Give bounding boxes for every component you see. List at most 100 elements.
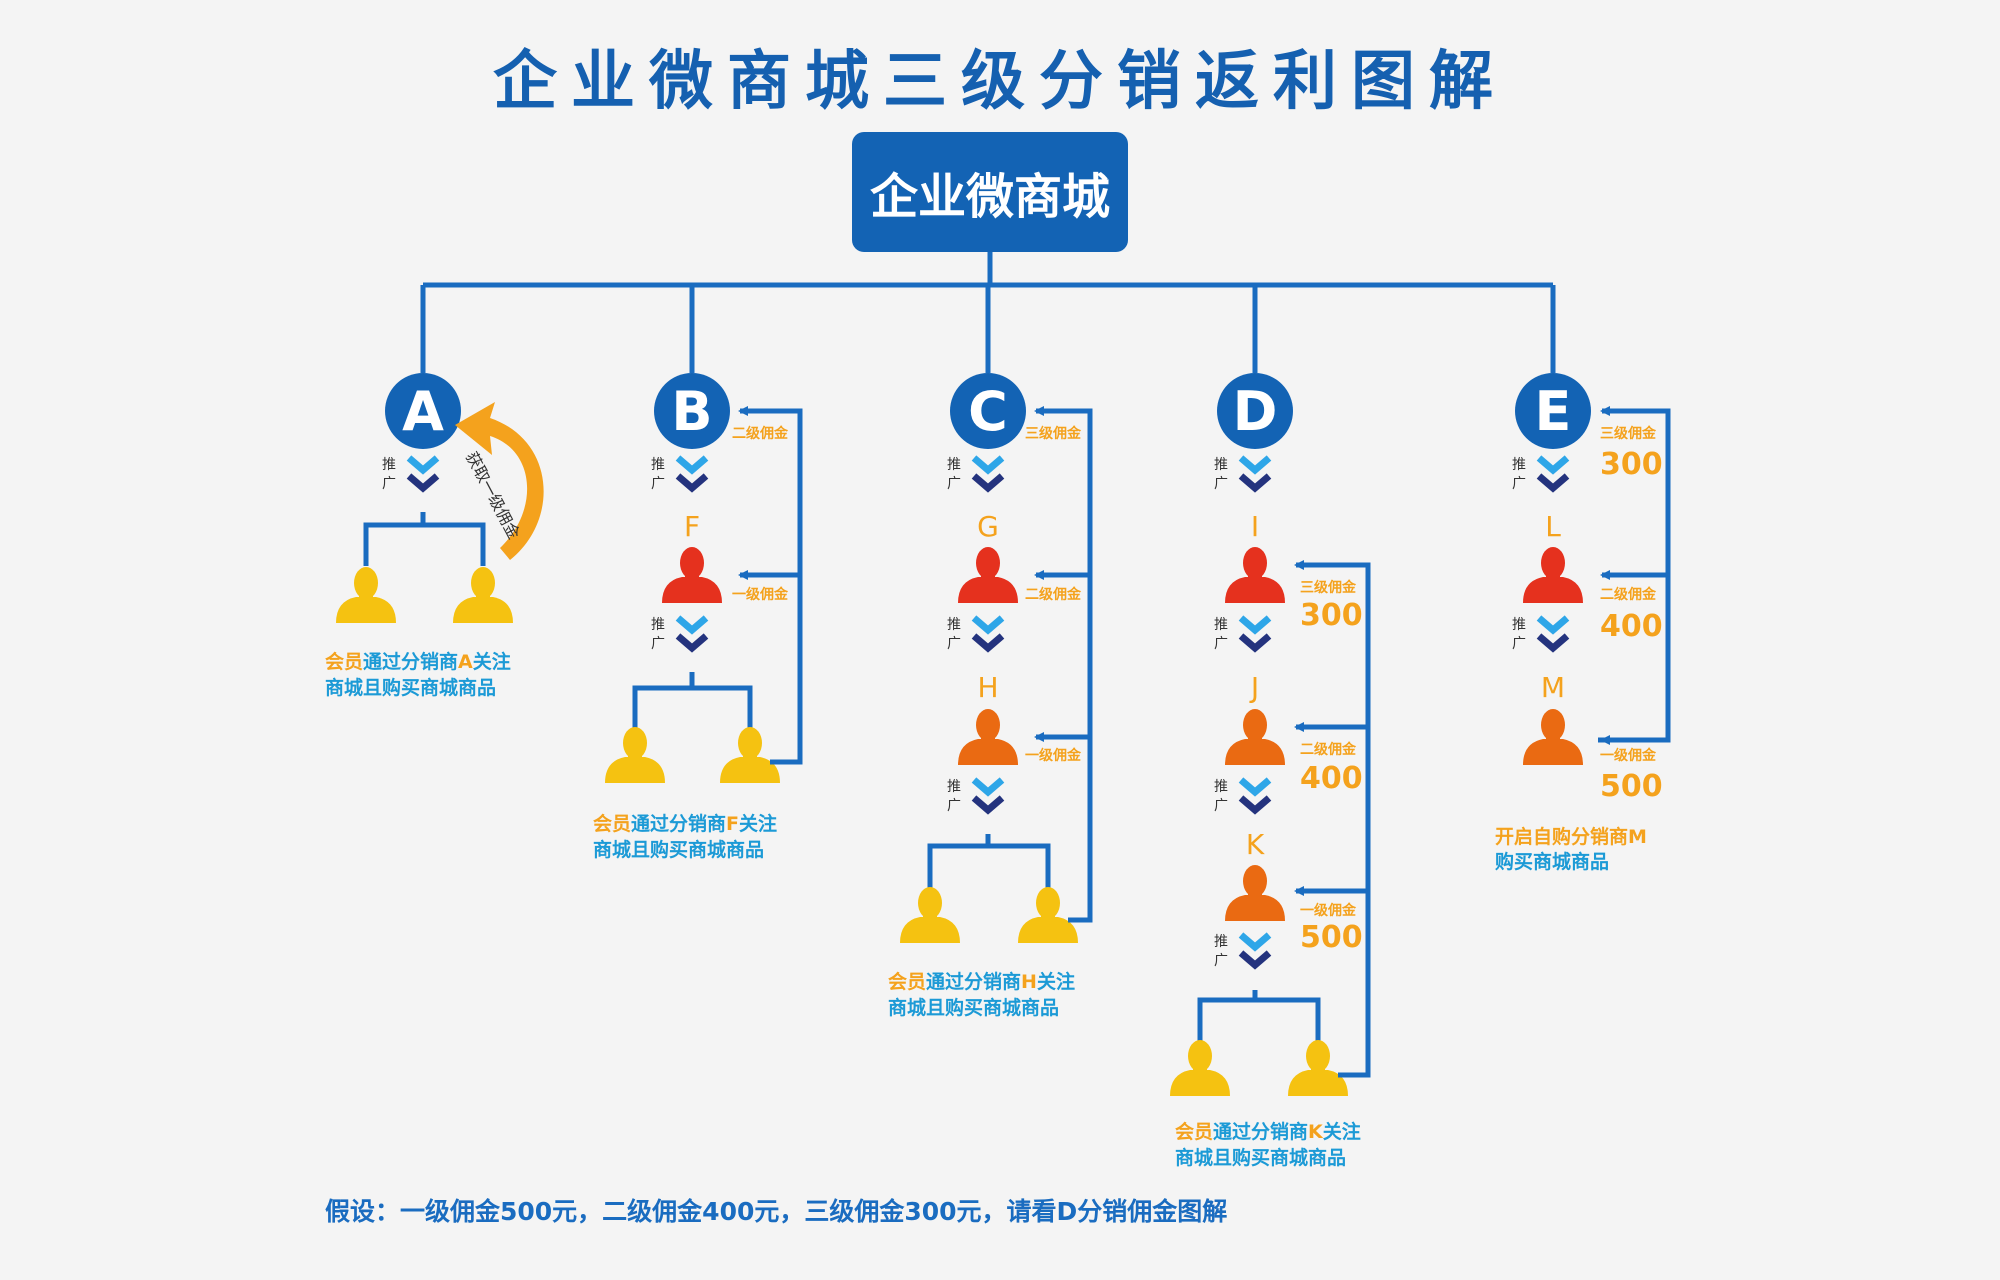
caption-A-line1: 会员通过分销商A关注 (325, 650, 511, 673)
H-bracket (927, 843, 1051, 888)
C-third-label: 三级佣金 (1025, 425, 1082, 442)
get-commission-label: 获取一级佣金 (462, 449, 524, 543)
chevron-top (1238, 777, 1272, 797)
promote-C (971, 455, 1005, 493)
member-H-2 (1018, 887, 1078, 943)
D-first-amount: 500 (1300, 920, 1363, 955)
person-body (605, 757, 665, 783)
B-second-label: 二级佣金 (732, 425, 789, 442)
chevron-bottom (1238, 950, 1272, 970)
distributor-J-label: J (1249, 671, 1259, 704)
distributor-L-label: L (1545, 510, 1561, 543)
person-body (958, 577, 1018, 603)
person-body (1523, 577, 1583, 603)
chevron-top (971, 615, 1005, 635)
person-neck (981, 733, 995, 743)
person-body (1225, 895, 1285, 921)
person-neck (743, 751, 757, 761)
chevron-bottom (971, 633, 1005, 653)
person-body (1225, 577, 1285, 603)
D-second-amount: 400 (1300, 761, 1363, 796)
person-body (1523, 739, 1583, 765)
E-second-amount: 400 (1600, 609, 1663, 644)
distributor-I-label: I (1251, 510, 1259, 543)
member-A-1 (336, 567, 396, 623)
distributor-I (1225, 547, 1285, 603)
distributor-E-label: E (1535, 380, 1572, 443)
chevron-top (1238, 615, 1272, 635)
promote-F-label-top: 推 (651, 617, 665, 633)
person-neck (1546, 571, 1560, 581)
person-neck (981, 571, 995, 581)
distributor-H-label: H (977, 671, 998, 704)
K-bracket (1197, 997, 1321, 1042)
promote-J-label-bottom: 广 (1214, 798, 1228, 814)
distributor-B-circle (654, 373, 730, 449)
distributor-F (662, 547, 722, 603)
chevron-top (1536, 455, 1570, 475)
chevron-bottom (675, 473, 709, 493)
distributor-F-label: F (684, 510, 700, 543)
caption-M-line2: 购买商城商品 (1495, 850, 1609, 873)
person-neck (476, 591, 490, 601)
promote-L (1536, 615, 1570, 653)
promote-A-label-bottom: 广 (382, 476, 396, 492)
person-neck (1193, 1064, 1207, 1074)
chevron-top (971, 455, 1005, 475)
promote-L-label-top: 推 (1512, 617, 1526, 633)
promote-E (1536, 455, 1570, 493)
promote-E-label-bottom: 广 (1512, 476, 1526, 492)
promote-I (1238, 615, 1272, 653)
distributor-G (958, 547, 1018, 603)
person-neck (1248, 571, 1262, 581)
promote-F (675, 615, 709, 653)
person-body (900, 917, 960, 943)
person-body (453, 597, 513, 623)
B-first-label: 一级佣金 (732, 586, 789, 603)
E-first-label: 一级佣金 (1600, 747, 1657, 764)
promote-J (1238, 777, 1272, 815)
promote-D-label-bottom: 广 (1214, 476, 1228, 492)
C-third-commission-line (1034, 406, 1093, 923)
member-H-1 (900, 887, 960, 943)
person-neck (1248, 733, 1262, 743)
person-neck (1311, 1064, 1325, 1074)
person-neck (1248, 889, 1262, 899)
person-neck (359, 591, 373, 601)
promote-F-label-bottom: 广 (651, 636, 665, 652)
distributor-M-label: M (1541, 671, 1565, 704)
person-neck (923, 911, 937, 921)
distributor-A-circle (385, 373, 461, 449)
promote-A-label-top: 推 (382, 457, 396, 473)
chevron-top (1238, 455, 1272, 475)
promote-C-label-top: 推 (947, 457, 961, 473)
member-F-1 (605, 727, 665, 783)
caption-K-line1: 会员通过分销商K关注 (1175, 1120, 1361, 1143)
D-third-label: 三级佣金 (1300, 579, 1357, 596)
person-neck (685, 571, 699, 581)
promote-K (1238, 932, 1272, 970)
promote-B (675, 455, 709, 493)
E-third-label: 三级佣金 (1600, 425, 1657, 442)
person-body (1225, 739, 1285, 765)
D-first-label: 一级佣金 (1300, 902, 1357, 919)
distributor-D-circle (1217, 373, 1293, 449)
distributor-C-circle (950, 373, 1026, 449)
distributor-G-label: G (977, 510, 999, 543)
person-neck (628, 751, 642, 761)
member-K-1 (1170, 1040, 1230, 1096)
chevron-top (675, 455, 709, 475)
chevron-top (675, 615, 709, 635)
distributor-B-label: B (671, 380, 712, 443)
C-first-label: 一级佣金 (1025, 747, 1082, 764)
promote-A (406, 455, 440, 493)
person-neck (1041, 911, 1055, 921)
distributor-M (1523, 709, 1583, 765)
caption-H-line1: 会员通过分销商H关注 (888, 970, 1075, 993)
E-third-amount: 300 (1600, 447, 1663, 482)
distributor-K-label: K (1246, 828, 1265, 861)
member-F-2 (720, 727, 780, 783)
promote-L-label-bottom: 广 (1512, 636, 1526, 652)
promote-H-label-bottom: 广 (947, 798, 961, 814)
